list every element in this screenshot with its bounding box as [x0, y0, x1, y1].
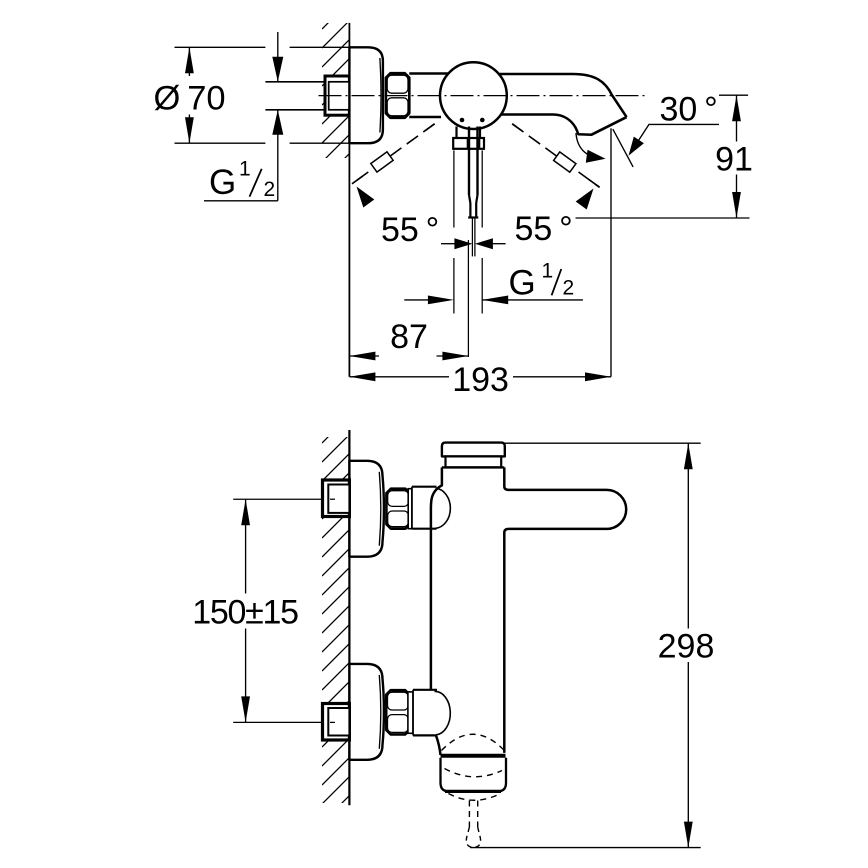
svg-text:2: 2 — [264, 178, 276, 201]
svg-text:30 °: 30 ° — [660, 91, 718, 129]
svg-text:150±15: 150±15 — [192, 594, 298, 632]
svg-text:1: 1 — [542, 260, 554, 283]
svg-text:G: G — [509, 264, 536, 303]
svg-text:193: 193 — [452, 361, 509, 399]
svg-text:298: 298 — [658, 628, 715, 666]
svg-text:Ø 70: Ø 70 — [154, 80, 226, 118]
svg-text:87: 87 — [390, 318, 428, 356]
svg-text:55 °: 55 ° — [381, 211, 439, 249]
svg-text:2: 2 — [563, 277, 575, 300]
svg-text:55 °: 55 ° — [515, 210, 573, 248]
svg-text:91: 91 — [715, 141, 753, 179]
svg-text:G: G — [209, 163, 236, 202]
svg-text:1: 1 — [239, 158, 251, 181]
